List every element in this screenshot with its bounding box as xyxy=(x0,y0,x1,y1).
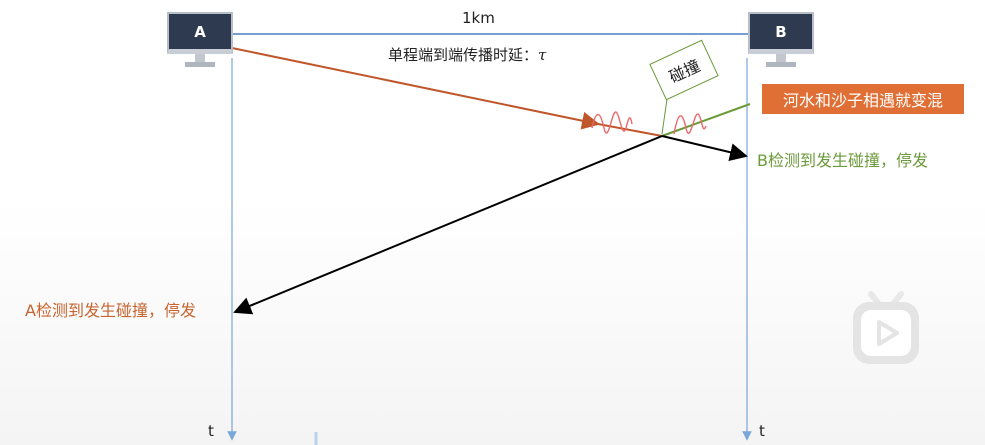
propagation-text: 单程端到端传播时延： xyxy=(388,46,539,64)
signal-a-continuation xyxy=(597,123,663,137)
wave-left xyxy=(591,111,633,134)
monitor-base xyxy=(766,62,796,67)
callout-analogy: 河水和沙子相遇就变混 xyxy=(762,84,964,114)
callout-text: 河水和沙子相遇就变混 xyxy=(782,91,943,110)
propagation-delay-label: 单程端到端传播时延：τ xyxy=(388,44,546,65)
tau-symbol: τ xyxy=(538,46,547,64)
signal-a-arrow xyxy=(231,47,600,130)
monitor-icon: A xyxy=(167,12,233,54)
b-detect-label: B检测到发生碰撞，停发 xyxy=(757,151,928,170)
signal-b-line xyxy=(661,103,751,137)
time-label-a: t xyxy=(208,422,214,440)
collision-text: 碰撞 xyxy=(666,55,704,87)
collision-to-b-arrow xyxy=(661,135,748,162)
collision-to-a-arrow xyxy=(233,135,663,315)
a-detect-label: A检测到发生碰撞，停发 xyxy=(25,301,196,320)
monitor-neck xyxy=(195,54,205,62)
distance-label: 1km xyxy=(462,9,495,27)
wave-right xyxy=(673,113,707,135)
node-b-label: B xyxy=(775,22,787,41)
node-a-label: A xyxy=(194,22,206,41)
time-label-b: t xyxy=(759,422,765,440)
computer-b: B xyxy=(748,12,814,70)
monitor-neck xyxy=(776,54,786,62)
play-button-icon[interactable] xyxy=(851,290,921,366)
monitor-icon: B xyxy=(748,12,814,54)
monitor-base xyxy=(185,62,215,67)
computer-a: A xyxy=(167,12,233,70)
